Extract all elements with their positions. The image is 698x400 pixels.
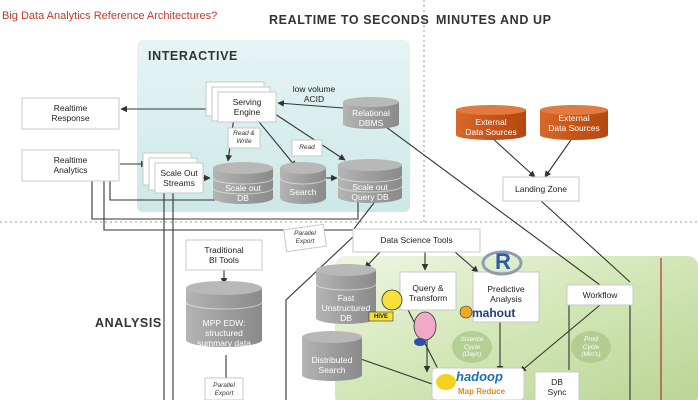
parallel-export-1-box <box>283 223 327 253</box>
external-sources-1-label: External Data Sources <box>465 117 517 137</box>
distributed-search-label: Distributed Search <box>311 355 353 375</box>
landing-zone-node <box>502 176 580 202</box>
relational-dbms-label: Relational DBMS <box>352 108 390 128</box>
r-logo <box>481 250 523 276</box>
analysis-header: ANALYSIS <box>95 316 162 330</box>
mahout-logo <box>459 305 473 319</box>
traditional-bi-node <box>185 239 263 271</box>
fast-unstructured-db-cylinder <box>315 264 377 324</box>
distributed-search-cylinder <box>302 331 362 381</box>
parallel-export-2-label: Parallel Export <box>213 382 235 397</box>
section-dividers <box>0 0 698 223</box>
external-sources-2-label: External Data Sources <box>548 113 600 133</box>
realtime-response-node <box>21 97 120 130</box>
workflow-node <box>566 284 634 306</box>
db-sync-node <box>534 371 580 400</box>
external-sources-1-cylinder <box>456 105 526 140</box>
scale-out-query-db-label: Scale out Query DB <box>351 182 389 202</box>
serving-engine-label: Serving Engine <box>232 97 262 117</box>
search-cylinder <box>279 162 327 204</box>
mapreduce-logo-text: Map Reduce <box>458 387 506 396</box>
data-science-tools-label: Data Science Tools <box>380 235 453 245</box>
read-tag <box>291 139 323 157</box>
read-write-tag <box>227 127 261 149</box>
workflow-label: Workflow <box>582 290 618 300</box>
read-label: Read <box>299 144 315 151</box>
fast-unstructured-db-label: Fast Unstructured DB <box>321 293 371 323</box>
realtime-header: REALTIME TO SECONDS <box>269 13 430 27</box>
query-transform-node <box>399 271 457 311</box>
scale-out-streams-label: Scale Out Streams <box>160 168 198 188</box>
science-cycle-bubble <box>452 331 492 363</box>
traditional-bi-label: Traditional BI Tools <box>204 245 244 265</box>
parallel-export-1-label: Parallel Export <box>294 230 316 245</box>
minutes-header: MINUTES AND UP <box>436 13 552 27</box>
realtime-analytics-node <box>21 149 120 182</box>
mpp-edw-label: MPP EDW: structured summary data <box>197 318 251 348</box>
r-logo-text: R <box>495 249 511 274</box>
hadoop-logo <box>431 367 525 400</box>
scale-out-query-db-cylinder <box>337 159 403 203</box>
hadoop-logo-text: hadoop <box>456 369 503 384</box>
mahout-logo-text: mahout <box>472 306 516 320</box>
page-title: Big Data Analytics Reference Architectur… <box>2 10 218 22</box>
pig-logo <box>413 311 437 346</box>
data-science-tools-node <box>352 228 481 253</box>
parallel-export-2-box <box>204 377 244 400</box>
low-volume-acid-label: low volume ACID <box>292 84 336 104</box>
realtime-response-label: Realtime Response <box>51 103 90 123</box>
predictive-analysis-node <box>472 271 540 323</box>
landing-zone-label: Landing Zone <box>515 184 567 194</box>
interactive-header: INTERACTIVE <box>148 49 238 63</box>
mpp-edw-cylinder <box>185 281 263 347</box>
search-label: Search <box>289 187 317 197</box>
db-sync-label: DB Sync <box>547 377 567 397</box>
hive-logo-text: HIVE <box>373 314 388 320</box>
serving-engine-node <box>205 81 277 123</box>
realtime-analytics-label: Realtime Analytics <box>53 155 88 175</box>
scale-out-db-cylinder <box>212 162 274 204</box>
scale-out-streams-node <box>142 152 204 194</box>
external-sources-2-cylinder <box>540 105 608 140</box>
query-transform-label: Query & Transform <box>408 283 448 303</box>
predictive-analysis-label: Predictive Analysis <box>487 284 525 304</box>
scale-out-db-label: Scale out DB <box>225 183 261 203</box>
hive-logo <box>368 289 403 322</box>
prod-cycle-bubble <box>571 331 611 363</box>
read-write-label: Read & Write <box>233 130 255 145</box>
prod-cycle-label: Prod Cycle (Min's) <box>581 336 601 358</box>
science-cycle-label: Science Cycle (Days) <box>460 336 484 358</box>
relational-dbms-cylinder <box>343 97 399 129</box>
